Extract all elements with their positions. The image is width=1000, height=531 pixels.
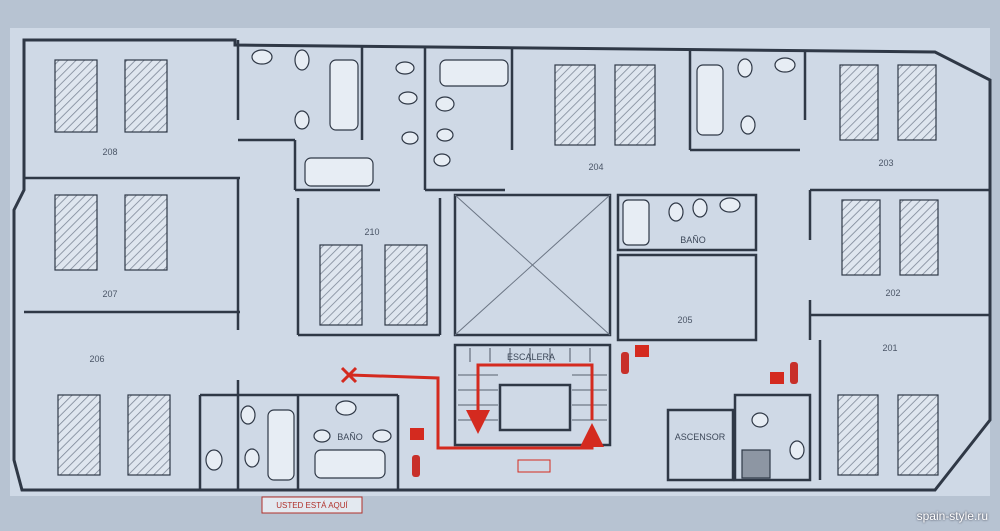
bathroom-label: BAÑO (337, 432, 363, 442)
exit-sign-icon (517, 459, 551, 473)
bed (614, 64, 656, 146)
fire-alarm-icon (410, 428, 424, 440)
toilet (372, 429, 392, 443)
toilet (692, 198, 708, 218)
bathtub (304, 157, 374, 187)
room-number-207: 207 (102, 289, 117, 299)
fire-extinguisher-icon (621, 352, 629, 374)
toilet (313, 429, 331, 443)
stair-treads (458, 348, 607, 421)
bathtub (439, 59, 509, 87)
toilet (433, 153, 451, 167)
toilet (789, 440, 805, 460)
room-number-202: 202 (885, 288, 900, 298)
sink (335, 400, 357, 416)
bed (124, 194, 168, 271)
bed (319, 244, 363, 326)
fire-safety (410, 345, 798, 477)
bed (57, 394, 101, 476)
sink (774, 57, 796, 73)
fixtures (205, 49, 805, 481)
toilet (294, 49, 310, 71)
bed (897, 394, 939, 476)
sink (435, 96, 455, 112)
elevator-label: ASCENSOR (675, 432, 726, 442)
bathtub (329, 59, 359, 131)
bathtub (622, 199, 650, 246)
toilet (737, 58, 753, 78)
toilet (668, 202, 684, 222)
sink (251, 49, 273, 65)
bathtub (696, 64, 724, 136)
bed (899, 199, 939, 276)
bed (54, 59, 98, 133)
beds (54, 59, 939, 476)
bed (897, 64, 937, 141)
bed (124, 59, 168, 133)
you-are-here-label: USTED ESTÁ AQUÍ (276, 501, 348, 510)
fire-extinguisher-icon (790, 362, 798, 384)
evacuation-route (340, 363, 604, 450)
bed (127, 394, 171, 476)
bed (54, 194, 98, 271)
fire-extinguisher-icon (412, 455, 420, 477)
bed (841, 199, 881, 276)
toilet (436, 128, 454, 142)
room-number-204: 204 (588, 162, 603, 172)
x-mark (340, 366, 358, 384)
shower-tray (741, 449, 771, 479)
bathroom-label: BAÑO (680, 235, 706, 245)
bed (839, 64, 879, 141)
room-number-206: 206 (89, 354, 104, 364)
room-number-205: 205 (677, 315, 692, 325)
sink (398, 91, 418, 105)
bathtub (314, 449, 386, 479)
toilet (294, 110, 310, 130)
room-number-210: 210 (364, 227, 379, 237)
room-number-208: 208 (102, 147, 117, 157)
fire-alarm-icon (770, 372, 784, 384)
you-are-here-box (261, 496, 363, 514)
toilet (244, 448, 260, 468)
bathtub (267, 409, 295, 481)
interior-walls (24, 40, 990, 490)
bed (837, 394, 879, 476)
stairs-label: ESCALERA (507, 352, 555, 362)
watermark: spain-style.ru (916, 509, 988, 523)
bed (554, 64, 596, 146)
sink (719, 197, 741, 213)
bed (384, 244, 428, 326)
sink (751, 412, 769, 428)
room-number-203: 203 (878, 158, 893, 168)
fire-alarm-icon (635, 345, 649, 357)
outer-walls (12, 38, 992, 492)
toilet (395, 61, 415, 75)
room-number-201: 201 (882, 343, 897, 353)
toilet (740, 115, 756, 135)
toilet (401, 131, 419, 145)
toilet (240, 405, 256, 425)
sink (205, 449, 223, 471)
